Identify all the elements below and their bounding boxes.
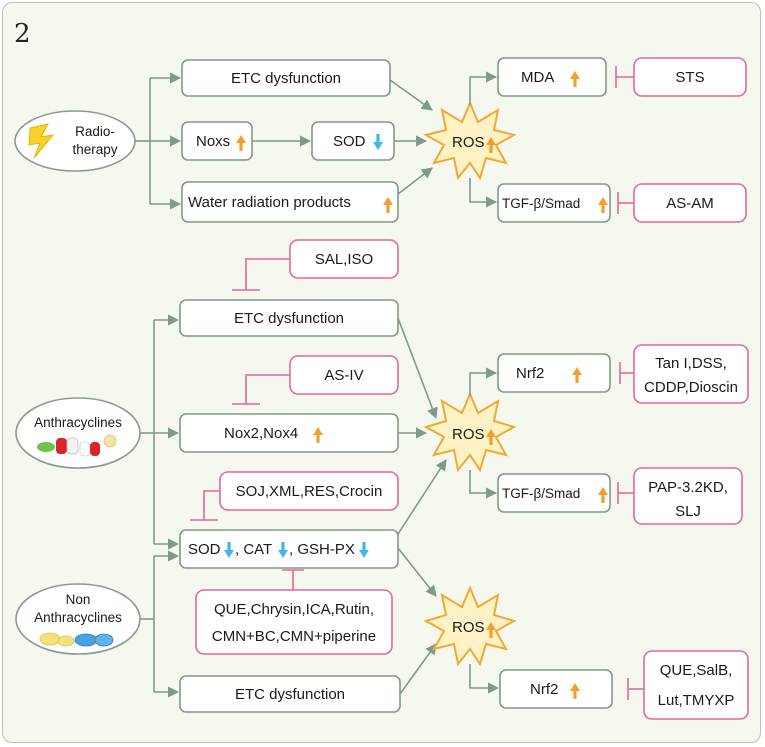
soj-inhibitor-box: SOJ,XML,RES,Crocin bbox=[219, 471, 399, 511]
rt-etc-dysfunction-box: ETC dysfunction bbox=[181, 59, 391, 97]
radiotherapy-label-line2: therapy bbox=[72, 142, 117, 157]
svg-text:SOD: SOD bbox=[188, 541, 221, 558]
tan-dss-inhibitor-box: Tan I,DSS, CDDP,Dioscin bbox=[633, 344, 749, 404]
svg-text:Lut,TMYXP: Lut,TMYXP bbox=[658, 692, 735, 709]
svg-text:Water radiation products: Water radiation products bbox=[188, 194, 351, 211]
svg-text:AS-IV: AS-IV bbox=[324, 367, 363, 384]
rt-sod-box: SOD bbox=[311, 121, 395, 161]
rt-asam-inhibitor-box: AS-AM bbox=[633, 183, 747, 223]
svg-text:SAL,ISO: SAL,ISO bbox=[315, 251, 373, 268]
rt-tgf-box: TGF-β/Smad bbox=[497, 183, 611, 223]
svg-text:CMN+BC,CMN+piperine: CMN+BC,CMN+piperine bbox=[212, 628, 376, 645]
svg-text:CDDP,Dioscin: CDDP,Dioscin bbox=[644, 379, 738, 396]
svg-text:SOD: SOD bbox=[333, 133, 366, 150]
svg-text:STS: STS bbox=[675, 69, 704, 86]
svg-text:Anthracyclines: Anthracyclines bbox=[34, 415, 122, 430]
rt-water-radiation-box: Water radiation products bbox=[181, 181, 399, 223]
rt-mda-box: MDA bbox=[497, 57, 607, 97]
non-etc-dysfunction-box: ETC dysfunction bbox=[179, 675, 401, 713]
svg-text:AS-AM: AS-AM bbox=[666, 195, 714, 212]
svg-text:ETC dysfunction: ETC dysfunction bbox=[235, 686, 345, 703]
rt-sts-inhibitor-box: STS bbox=[633, 57, 747, 97]
an-nrf2-box: Nrf2 bbox=[497, 353, 611, 393]
svg-text:Nrf2: Nrf2 bbox=[516, 365, 544, 382]
svg-text:TGF-β/Smad: TGF-β/Smad bbox=[502, 486, 580, 501]
lightning-bolt-icon bbox=[28, 123, 55, 159]
svg-text:QUE,Chrysin,ICA,Rutin,: QUE,Chrysin,ICA,Rutin, bbox=[214, 601, 374, 618]
an-tgf-box: TGF-β/Smad bbox=[497, 473, 611, 513]
svg-text:, CAT: , CAT bbox=[235, 541, 272, 558]
anthracyclines-source: Anthracyclines bbox=[15, 397, 141, 469]
svg-text:PAP-3.2KD,: PAP-3.2KD, bbox=[648, 479, 728, 496]
que-salb-inhibitor-box: QUE,SalB, Lut,TMYXP bbox=[643, 650, 749, 720]
as-iv-inhibitor-box: AS-IV bbox=[289, 355, 399, 395]
radiotherapy-label-line1: Radio- bbox=[75, 124, 115, 139]
svg-text:SLJ: SLJ bbox=[675, 503, 701, 520]
an-nox-box: Nox2,Nox4 bbox=[179, 413, 399, 453]
svg-text:ETC dysfunction: ETC dysfunction bbox=[234, 310, 344, 327]
svg-text:Non: Non bbox=[66, 592, 91, 607]
an-ros-star: ROS bbox=[423, 391, 517, 473]
svg-text:TGF-β/Smad: TGF-β/Smad bbox=[502, 196, 580, 211]
rt-noxs-box: Noxs bbox=[181, 121, 253, 161]
pills-tablets-icon bbox=[39, 632, 114, 647]
svg-text:ROS: ROS bbox=[452, 619, 485, 636]
svg-text:Nrf2: Nrf2 bbox=[530, 681, 558, 698]
pap-slj-inhibitor-box: PAP-3.2KD, SLJ bbox=[633, 467, 743, 525]
svg-text:Nox2,Nox4: Nox2,Nox4 bbox=[224, 425, 298, 442]
rt-ros-star: ROS bbox=[423, 100, 517, 181]
an-etc-dysfunction-box: ETC dysfunction bbox=[179, 299, 399, 337]
panel-label: 2 bbox=[14, 19, 31, 49]
svg-text:ROS: ROS bbox=[452, 134, 485, 151]
non-anthracyclines-source: Non Anthracyclines bbox=[15, 583, 141, 655]
radiotherapy-source: Radio- therapy bbox=[14, 110, 136, 172]
pills-capsules-icon bbox=[37, 434, 117, 457]
shared-antioxidant-enzymes-box: SOD , CAT , GSH-PX bbox=[179, 529, 399, 569]
svg-text:ROS: ROS bbox=[452, 426, 485, 443]
svg-text:MDA: MDA bbox=[521, 69, 554, 86]
que-chrysin-inhibitor-box: QUE,Chrysin,ICA,Rutin, CMN+BC,CMN+piperi… bbox=[195, 589, 393, 655]
non-nrf2-box: Nrf2 bbox=[499, 669, 613, 709]
svg-text:Noxs: Noxs bbox=[196, 133, 230, 150]
svg-text:QUE,SalB,: QUE,SalB, bbox=[660, 662, 733, 679]
sal-iso-inhibitor-box: SAL,ISO bbox=[289, 239, 399, 279]
svg-text:Anthracyclines: Anthracyclines bbox=[34, 610, 122, 625]
non-ros-star: ROS bbox=[423, 585, 517, 667]
svg-text:ETC dysfunction: ETC dysfunction bbox=[231, 70, 341, 87]
svg-text:SOJ,XML,RES,Crocin: SOJ,XML,RES,Crocin bbox=[236, 483, 383, 500]
svg-text:, GSH-PX: , GSH-PX bbox=[289, 541, 355, 558]
svg-text:Tan I,DSS,: Tan I,DSS, bbox=[655, 355, 727, 372]
